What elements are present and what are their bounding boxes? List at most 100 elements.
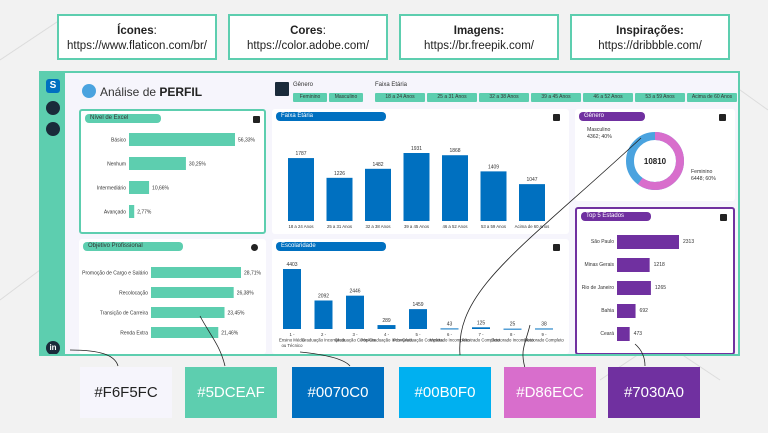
side-rail: S in	[41, 73, 65, 354]
bar	[314, 300, 333, 329]
chip-faixa-7[interactable]: Acima de 60 Anos	[687, 93, 737, 102]
credit-title: Inspirações:	[616, 25, 684, 37]
card-header: Objetivo Profissional	[83, 242, 183, 251]
credit-colon: :	[322, 25, 326, 37]
target-icon	[251, 244, 258, 251]
axis-label: Ensino Médio	[279, 338, 306, 343]
value-label: 1409	[488, 164, 499, 170]
value-label: 1482	[372, 162, 383, 168]
bar	[617, 258, 650, 272]
bar	[151, 287, 234, 298]
donut-total: 10810	[644, 157, 667, 166]
swatch-1: #F6F5FC	[80, 367, 172, 418]
card-genero[interactable]: Gênero Masculino 4362; 40% Feminino 6448…	[575, 109, 735, 201]
bar	[365, 168, 391, 221]
bar-label: Rio de Janeiro	[582, 285, 614, 291]
menu-icon[interactable]	[46, 101, 60, 115]
card-objetivo[interactable]: Objetivo Profissional Promoção de Cargo …	[79, 239, 266, 354]
value-label: 26,38%	[237, 291, 255, 297]
bar-label: São Paulo	[591, 239, 614, 245]
bar	[283, 269, 301, 329]
bar-label: Bahia	[601, 308, 614, 314]
masc-value: 4362; 40%	[587, 134, 612, 140]
value-label: 38	[541, 321, 547, 327]
chip-faixa-1[interactable]: 18 a 24 Anos	[375, 93, 425, 102]
value-label: 30,25%	[189, 162, 207, 168]
bar	[151, 267, 241, 278]
credit-cores[interactable]: Cores: https://color.adobe.com/	[228, 14, 388, 60]
people-icon	[553, 114, 560, 121]
axis-label: 46 a 52 Anos	[442, 224, 467, 229]
axis-label: 18 a 24 Anos	[288, 224, 313, 229]
chip-faixa-3[interactable]: 32 a 38 Anos	[479, 93, 529, 102]
bar-label: Básico	[111, 138, 126, 144]
axis-label: Acima de 60 Anos	[515, 224, 550, 229]
value-label: 125	[477, 320, 486, 326]
value-label: 289	[382, 318, 391, 324]
bar	[346, 295, 364, 329]
bar-label: Avançado	[104, 210, 126, 216]
bar	[129, 157, 186, 170]
bar-label: Renda Extra	[120, 331, 148, 337]
linkedin-icon[interactable]: in	[46, 341, 60, 354]
axis-label: 1 -	[289, 332, 295, 337]
axis-label: 3 -	[352, 332, 358, 337]
value-label: 1931	[411, 146, 422, 152]
bar-label: Intermediário	[97, 186, 126, 192]
bar	[377, 325, 396, 329]
credit-title: Imagens:	[453, 25, 505, 37]
credit-imagens[interactable]: Imagens: https://br.freepik.com/	[399, 14, 559, 60]
axis-label: 53 a 59 Anos	[481, 224, 506, 229]
bar	[617, 327, 630, 341]
value-label: 692	[640, 308, 649, 314]
chip-faixa-6[interactable]: 53 a 59 Anos	[635, 93, 685, 102]
bar-label: Nenhum	[107, 162, 126, 168]
faixa-filter-label: Faixa Etária	[375, 82, 408, 88]
bar	[472, 327, 490, 329]
axis-label: ou Técnico	[282, 343, 304, 348]
dashboard-screenshot: S in Análise de PERFIL Gênero Faixa Etár…	[39, 71, 740, 356]
value-label: 1459	[412, 302, 423, 308]
bar	[440, 328, 459, 330]
chip-faixa-2[interactable]: 25 a 31 Anos	[427, 93, 477, 102]
axis-label: Mestrado Incompleto	[429, 338, 470, 343]
chip-faixa-5[interactable]: 46 a 52 Anos	[583, 93, 633, 102]
page-title: Análise de PERFIL	[100, 85, 202, 99]
axis-label: Doutorado Completo	[524, 338, 564, 343]
filter-panel-icon[interactable]	[275, 82, 289, 96]
excel-file-icon	[253, 116, 260, 123]
value-label: 56,33%	[238, 138, 256, 144]
swatch-5: #D86ECC	[504, 367, 596, 418]
grid-icon[interactable]	[46, 122, 60, 136]
bar	[288, 158, 314, 221]
bar	[151, 307, 225, 318]
gender-icon	[719, 114, 726, 121]
title-prefix: Análise de	[100, 85, 160, 99]
bar	[535, 328, 553, 330]
value-label: 1787	[295, 151, 306, 157]
bar	[617, 304, 636, 318]
bar	[129, 181, 150, 194]
axis-label: 2 -	[321, 332, 327, 337]
avatar	[82, 84, 96, 98]
chip-faixa-4[interactable]: 39 a 45 Anos	[531, 93, 581, 102]
chip-feminino[interactable]: Feminino	[293, 93, 327, 102]
credit-icones[interactable]: Ícones: https://www.flaticon.com/br/	[57, 14, 217, 60]
credit-inspiracoes[interactable]: Inspirações: https://dribbble.com/	[570, 14, 730, 60]
fem-value: 6448; 60%	[691, 176, 716, 182]
chip-masculino[interactable]: Masculino	[329, 93, 363, 102]
credit-url: https://www.flaticon.com/br/	[67, 40, 207, 52]
axis-label: 39 a 45 Anos	[404, 224, 429, 229]
bar	[617, 281, 651, 295]
bar	[519, 184, 545, 221]
bar-label: Transição de Carreira	[100, 311, 148, 317]
brazil-map-icon	[720, 214, 727, 221]
masc-label: Masculino	[587, 127, 611, 133]
logo-icon[interactable]: S	[46, 79, 60, 93]
